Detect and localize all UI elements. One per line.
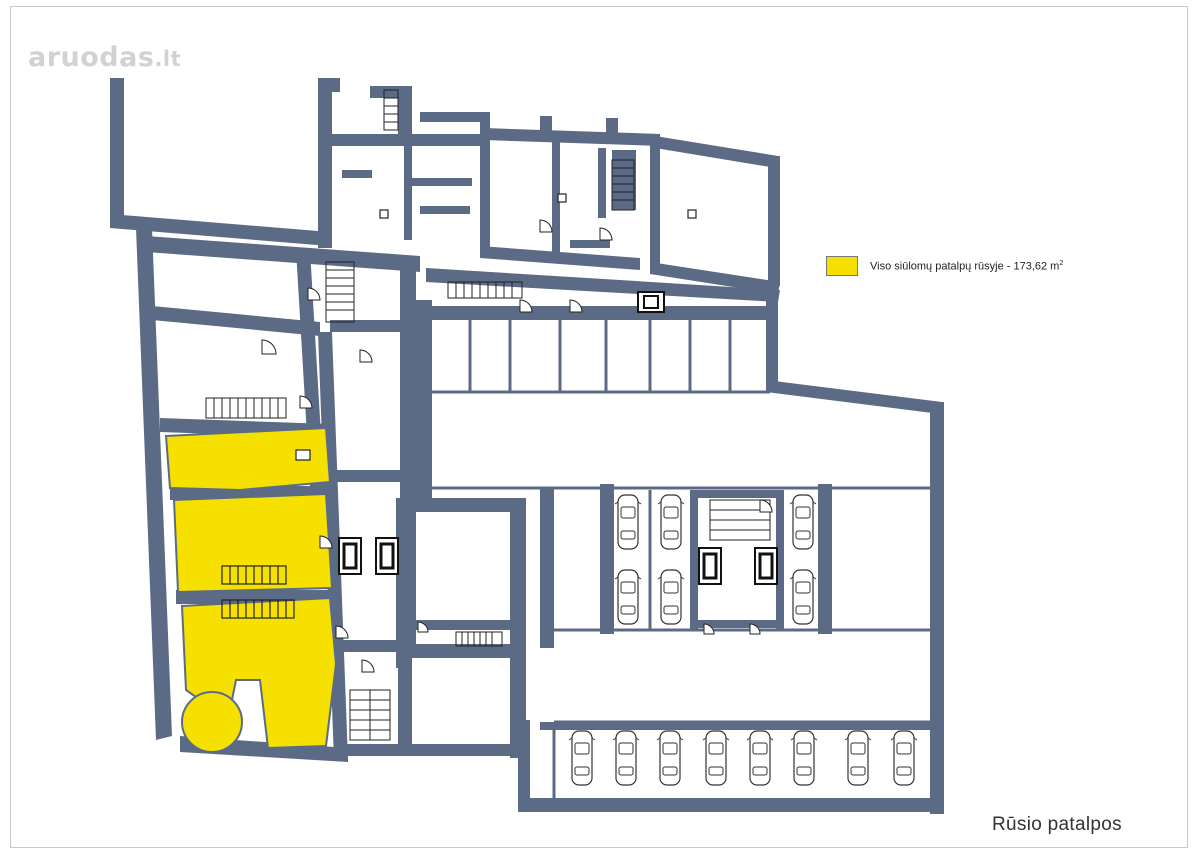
legend-swatch xyxy=(826,256,858,276)
offered-premises-highlight xyxy=(164,426,338,753)
parking-stall-lines xyxy=(432,320,932,800)
parked-cars xyxy=(568,494,918,786)
legend-unit-exponent: 2 xyxy=(1059,259,1064,267)
legend: Viso siūlomų patalpų rūsyje - 173,62 m2 xyxy=(826,256,1063,276)
legend-label: Viso siūlomų patalpų rūsyje - 173,62 m2 xyxy=(870,259,1064,273)
elevator-icon-upper xyxy=(637,291,665,313)
drawing-caption: Rūsio patalpos xyxy=(992,814,1122,835)
structural-columns xyxy=(295,193,697,461)
watermark-tld: .lt xyxy=(154,47,182,71)
upper-building-walls xyxy=(318,78,780,294)
north-west-boundary-wall xyxy=(110,78,330,246)
watermark-name: aruodas xyxy=(28,42,155,73)
stair-icon-highlight xyxy=(221,565,295,619)
watermark-logo: aruodas.lt xyxy=(28,42,181,73)
door-swing-icon xyxy=(261,219,773,673)
parking-garage-walls xyxy=(414,268,944,814)
stair-icon xyxy=(205,89,771,741)
drawing-frame xyxy=(10,6,1188,848)
